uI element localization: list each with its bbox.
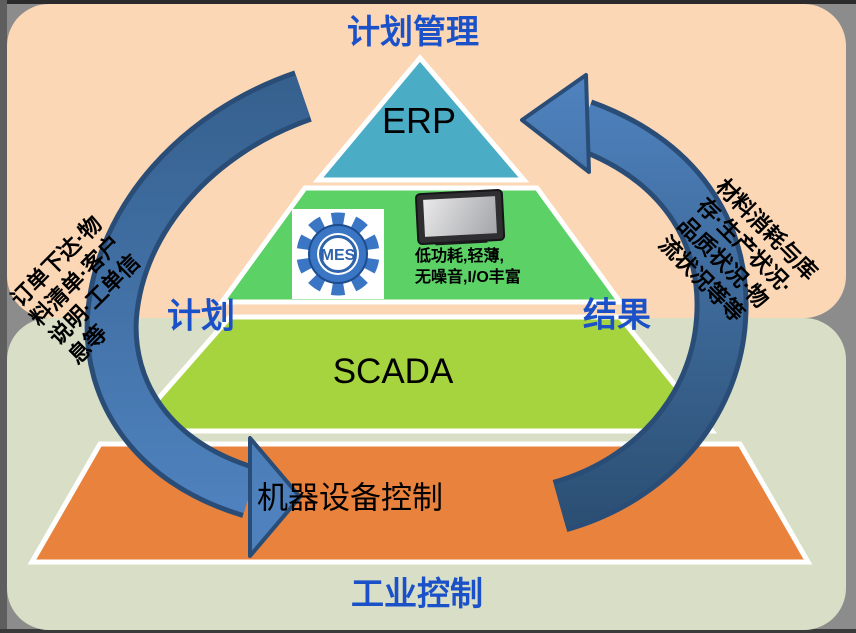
- pyramid-level-erp: [312, 54, 530, 183]
- left-cycle-arrow: [84, 70, 313, 558]
- pyramid-level-scada: [124, 314, 718, 434]
- plan-label: 计划: [167, 297, 235, 336]
- panel-pc-caption-line1: 低功耗,轻薄,: [415, 248, 504, 265]
- window-edge-top: [0, 0, 856, 4]
- panel-pc-image: [415, 188, 506, 246]
- mes-gear-teeth: [296, 212, 380, 296]
- bottom-title-industrial-control: 工业控制: [351, 575, 483, 612]
- mes-logo: MES: [292, 209, 384, 299]
- machine-control-level-label: 机器设备控制: [257, 480, 443, 516]
- window-edge-bottom: [0, 629, 856, 633]
- erp-level-label: ERP: [381, 100, 457, 141]
- window-edge-left: [0, 0, 7, 633]
- panel-pc-caption-line2: 无噪音,I/O丰富: [415, 269, 521, 286]
- result-label: 结果: [583, 296, 651, 335]
- right-arrow-head: [520, 73, 591, 174]
- right-cycle-arrow: [520, 73, 749, 532]
- panel-pc-caption: 低功耗,轻薄, 无噪音,I/O丰富: [415, 246, 521, 288]
- scada-level-label: SCADA: [332, 352, 454, 391]
- top-title-plan-management: 计划管理: [347, 13, 479, 50]
- left-arrow-head: [248, 436, 302, 558]
- mes-logo-text: MES: [321, 247, 356, 264]
